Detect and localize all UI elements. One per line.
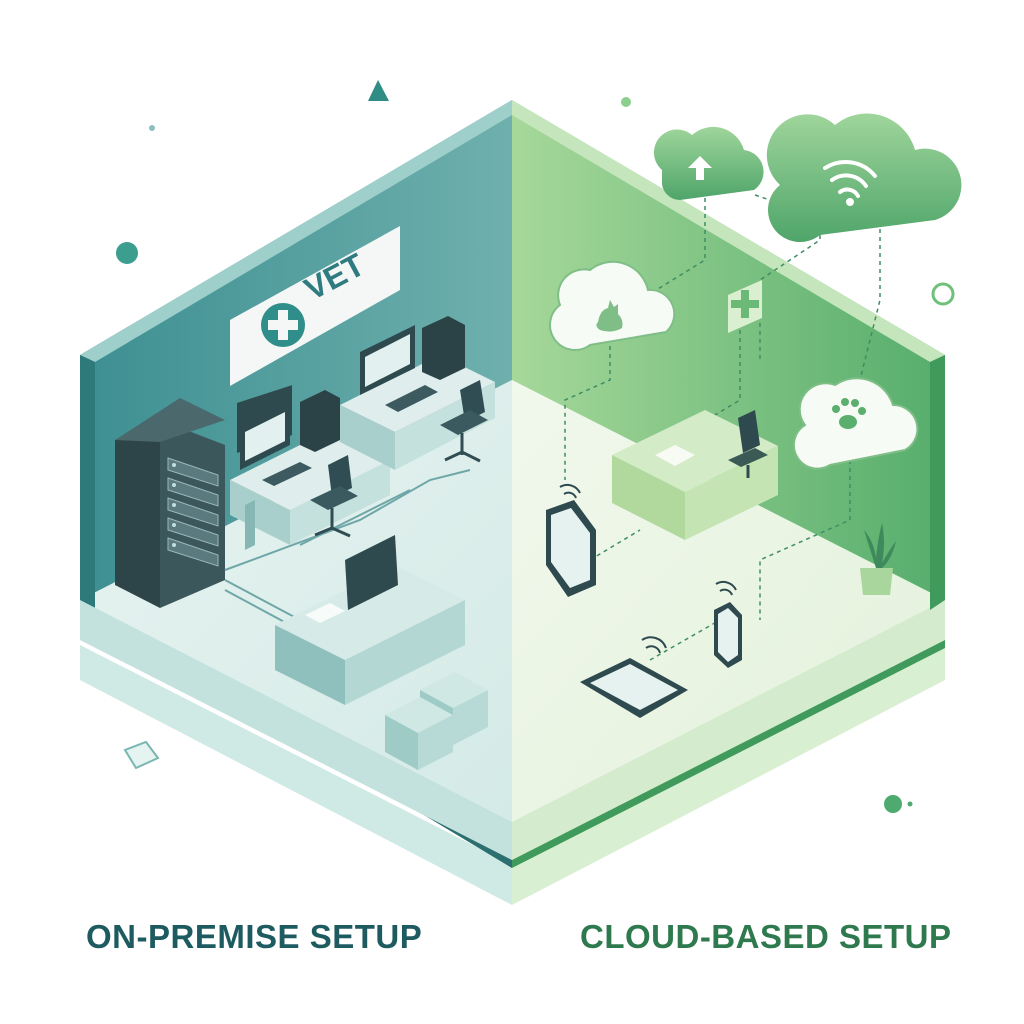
diamond-decor: [123, 740, 160, 770]
floating-cross: [728, 280, 762, 333]
workstation-desk: [340, 316, 495, 470]
smartphone: [714, 580, 742, 668]
storage-boxes: [385, 672, 488, 770]
dot-decor: [116, 242, 138, 264]
dot-decor: [884, 795, 902, 813]
tablet-flat: [580, 636, 688, 718]
server-rack: [115, 398, 225, 608]
right-wall: [512, 100, 945, 600]
cloud-desk: [612, 410, 778, 540]
cloud-upload: [653, 126, 764, 201]
cloud-room: [512, 100, 962, 868]
upload-arrow-icon: [688, 156, 712, 180]
vet-sign: VET: [230, 226, 400, 386]
cloud-paw: [792, 377, 919, 470]
cloud-wifi: [766, 113, 962, 243]
wifi-icon: [823, 160, 877, 198]
cat-icon: [596, 300, 623, 332]
workstation-desk: [230, 385, 390, 550]
reception-desk: [275, 535, 465, 705]
dot-decor: [907, 801, 913, 807]
on-premise-caption: ON-PREMISE SETUP: [86, 918, 423, 955]
cloud-pet: [549, 260, 676, 351]
dot-decor: [149, 125, 155, 131]
triangle-decor: [368, 80, 389, 101]
ring-decor: [931, 282, 955, 306]
on-premise-room: VET: [80, 100, 512, 868]
tablet-upright: [546, 483, 596, 597]
dot-decor: [621, 97, 631, 107]
cloud-based-caption: CLOUD-BASED SETUP: [580, 918, 952, 955]
potted-plant: [860, 523, 896, 595]
cloud-connections: [564, 190, 881, 661]
paw-icon: [832, 398, 866, 429]
medical-cross-icon: [731, 290, 759, 318]
base-plate: [80, 645, 945, 905]
decorative-shapes: [116, 80, 955, 813]
